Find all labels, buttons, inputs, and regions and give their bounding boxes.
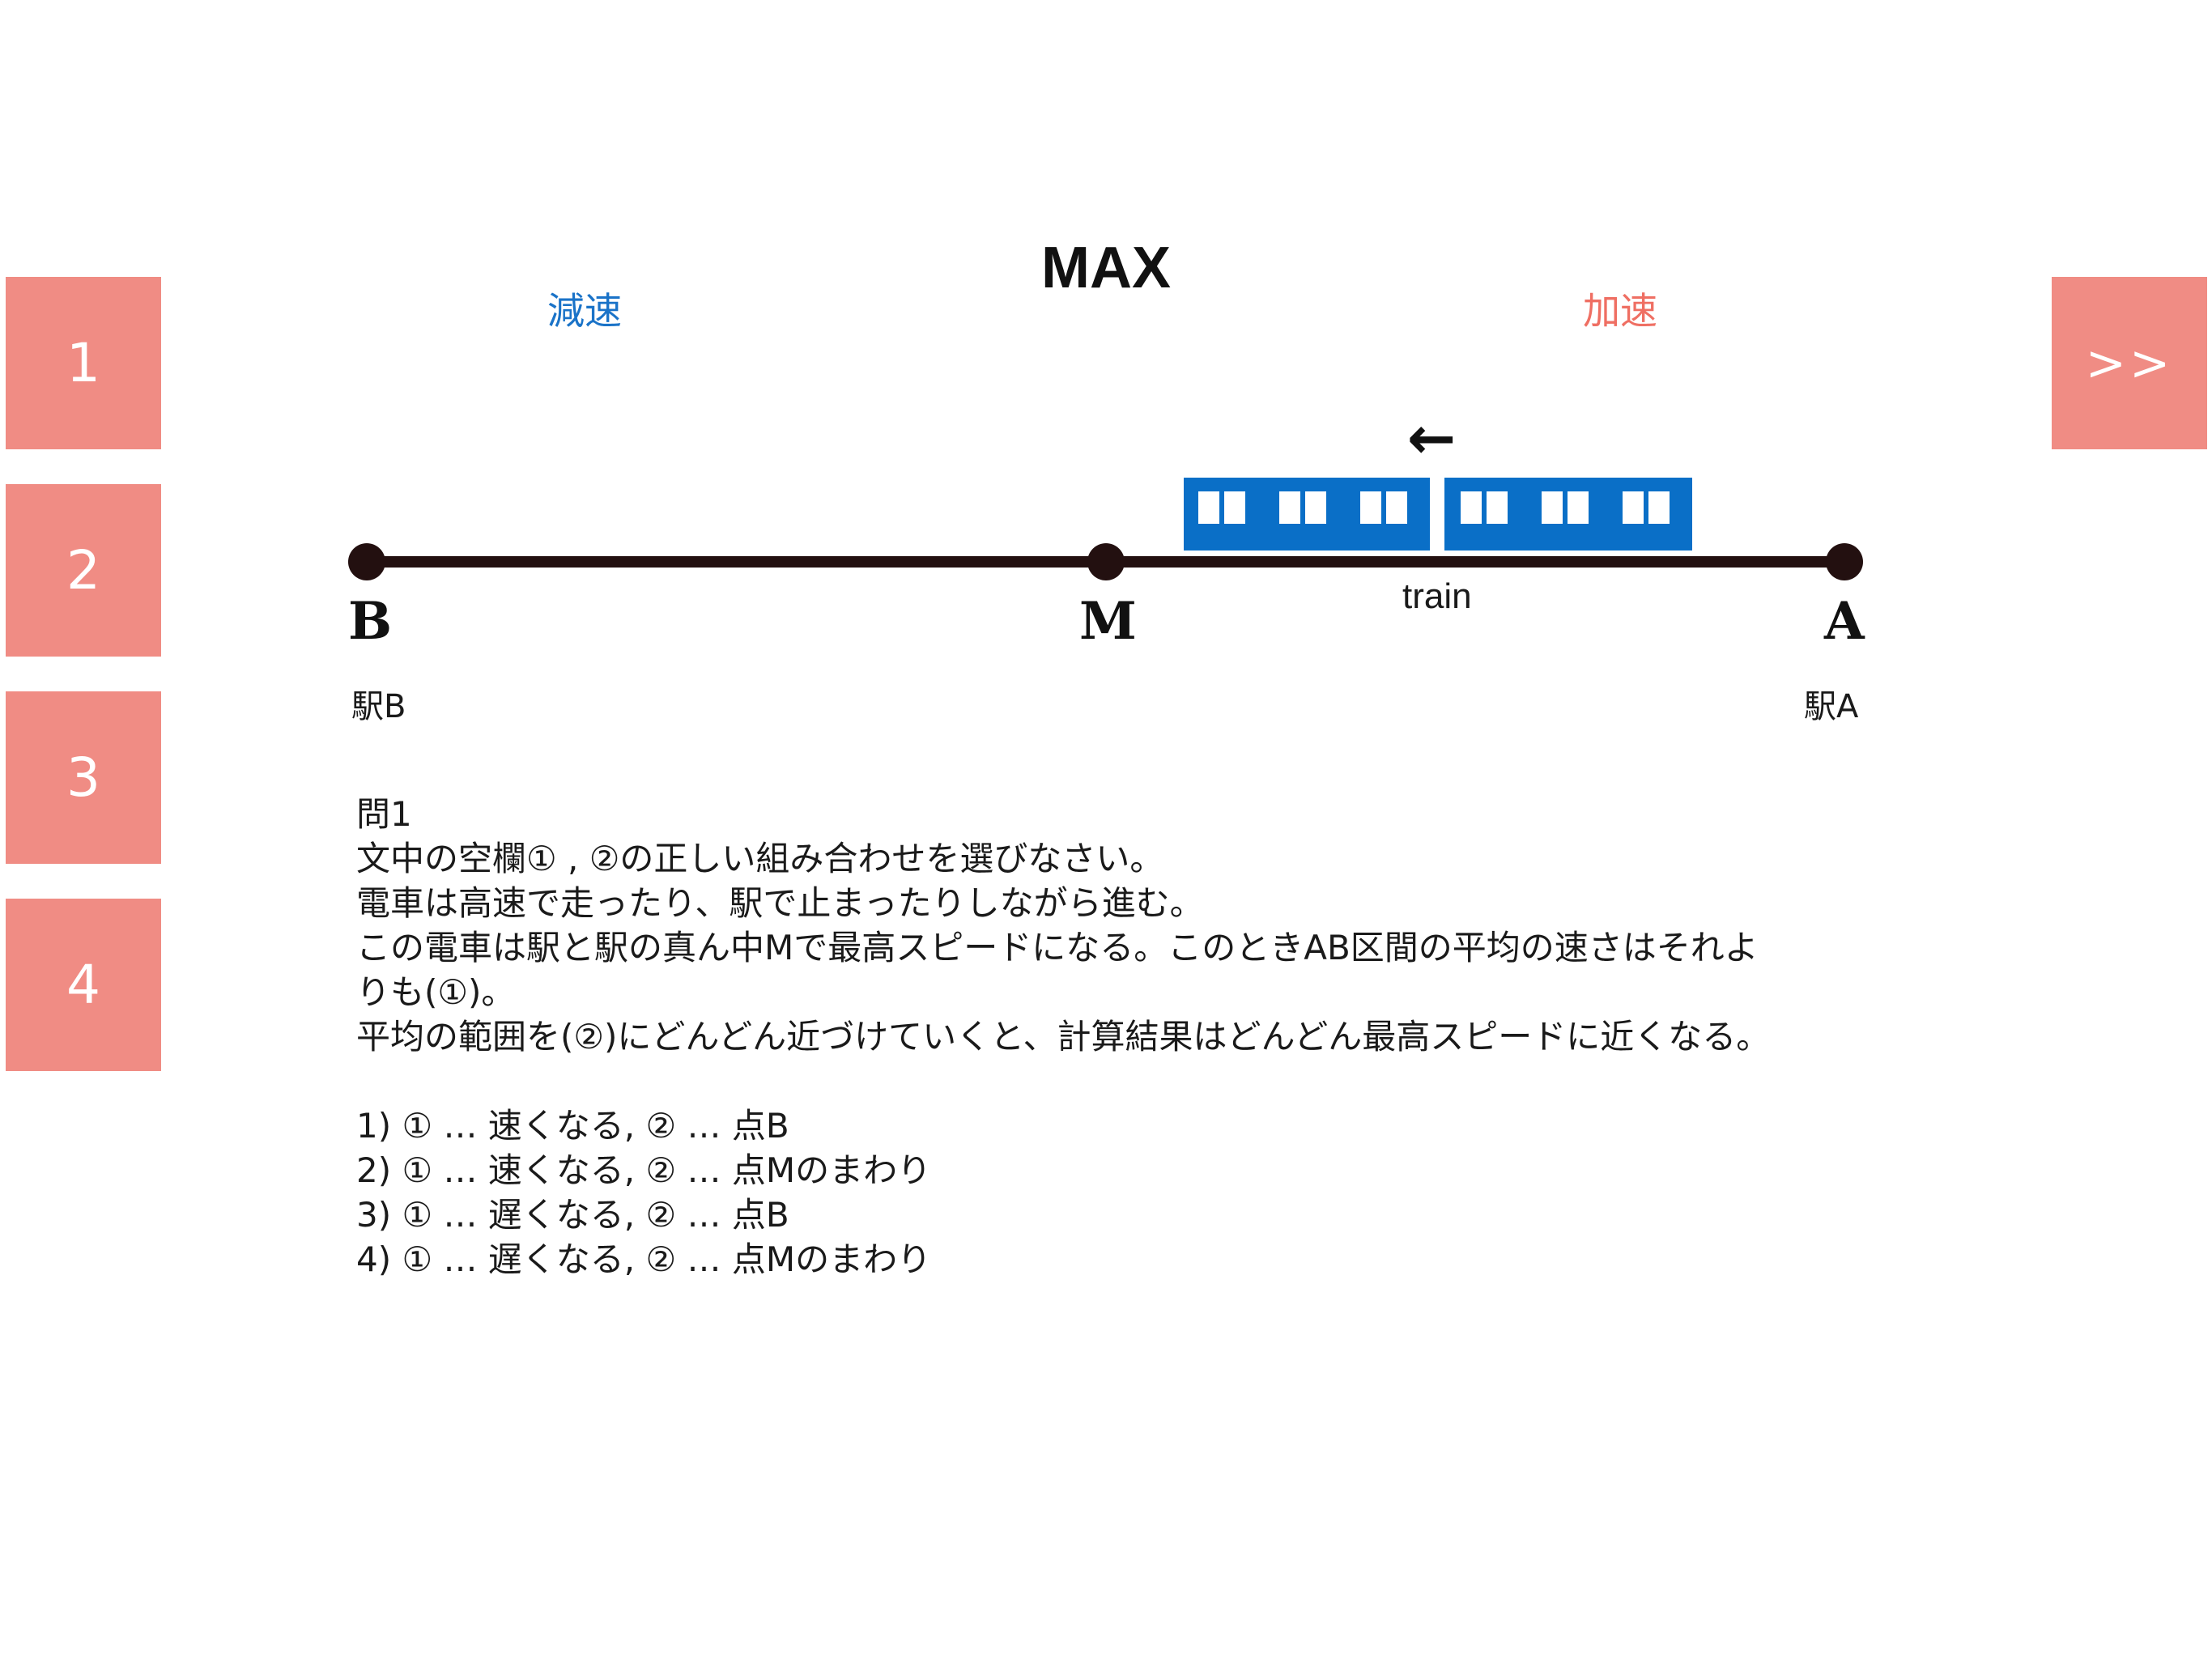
train-windows-front (1198, 491, 1407, 524)
answer-button-1[interactable]: 1 (6, 277, 161, 449)
midpoint-m-letter: M (1079, 591, 1137, 652)
train-icon (1184, 478, 1692, 551)
midpoint-m-dot (1087, 543, 1125, 580)
spacer (356, 1059, 1976, 1103)
station-a-name: 駅A (1804, 688, 1859, 725)
question-line: 電車は高速で走ったり、駅で止まったりしながら進む。 (356, 883, 1204, 923)
answer-button-3[interactable]: 3 (6, 691, 161, 864)
station-a-dot (1826, 543, 1863, 580)
question-line: りも(①)。 (356, 972, 516, 1012)
train-windows-rear (1461, 491, 1670, 524)
option-2: 2) ① … 速くなる, ② … 点Mのまわり (356, 1150, 932, 1190)
train-car-front (1184, 478, 1430, 551)
question-line: この電車は駅と駅の真ん中Mで最高スピードになる。このときAB区間の平均の速さはそ… (356, 928, 1759, 967)
direction-arrow-icon: ← (1407, 404, 1456, 472)
train-label: train (1402, 576, 1472, 616)
question-number: 問1 (356, 794, 412, 834)
question-line: 文中の空欄① , ②の正しい組み合わせを選びなさい。 (356, 839, 1164, 878)
answer-button-4[interactable]: 4 (6, 899, 161, 1071)
train-car-rear (1444, 478, 1692, 551)
answer-button-2[interactable]: 2 (6, 484, 161, 657)
station-b-letter: B (348, 591, 393, 652)
max-speed-label: MAX (1041, 236, 1171, 300)
option-1: 1) ① … 速くなる, ② … 点B (356, 1106, 789, 1146)
option-4: 4) ① … 遅くなる, ② … 点Mのまわり (356, 1239, 932, 1279)
option-3: 3) ① … 遅くなる, ② … 点B (356, 1195, 789, 1235)
station-b-name: 駅B (351, 688, 406, 725)
deceleration-label: 減速 (547, 289, 622, 333)
station-b-dot (348, 543, 385, 580)
next-button[interactable]: >> (2052, 277, 2207, 449)
question-line: 平均の範囲を(②)にどんどん近づけていくと、計算結果はどんどん最高スピードに近く… (356, 1017, 1771, 1056)
station-a-letter: A (1824, 591, 1865, 652)
acceleration-label: 加速 (1583, 289, 1657, 333)
question-block: 問1 文中の空欄① , ②の正しい組み合わせを選びなさい。 電車は高速で走ったり… (356, 792, 1976, 1282)
